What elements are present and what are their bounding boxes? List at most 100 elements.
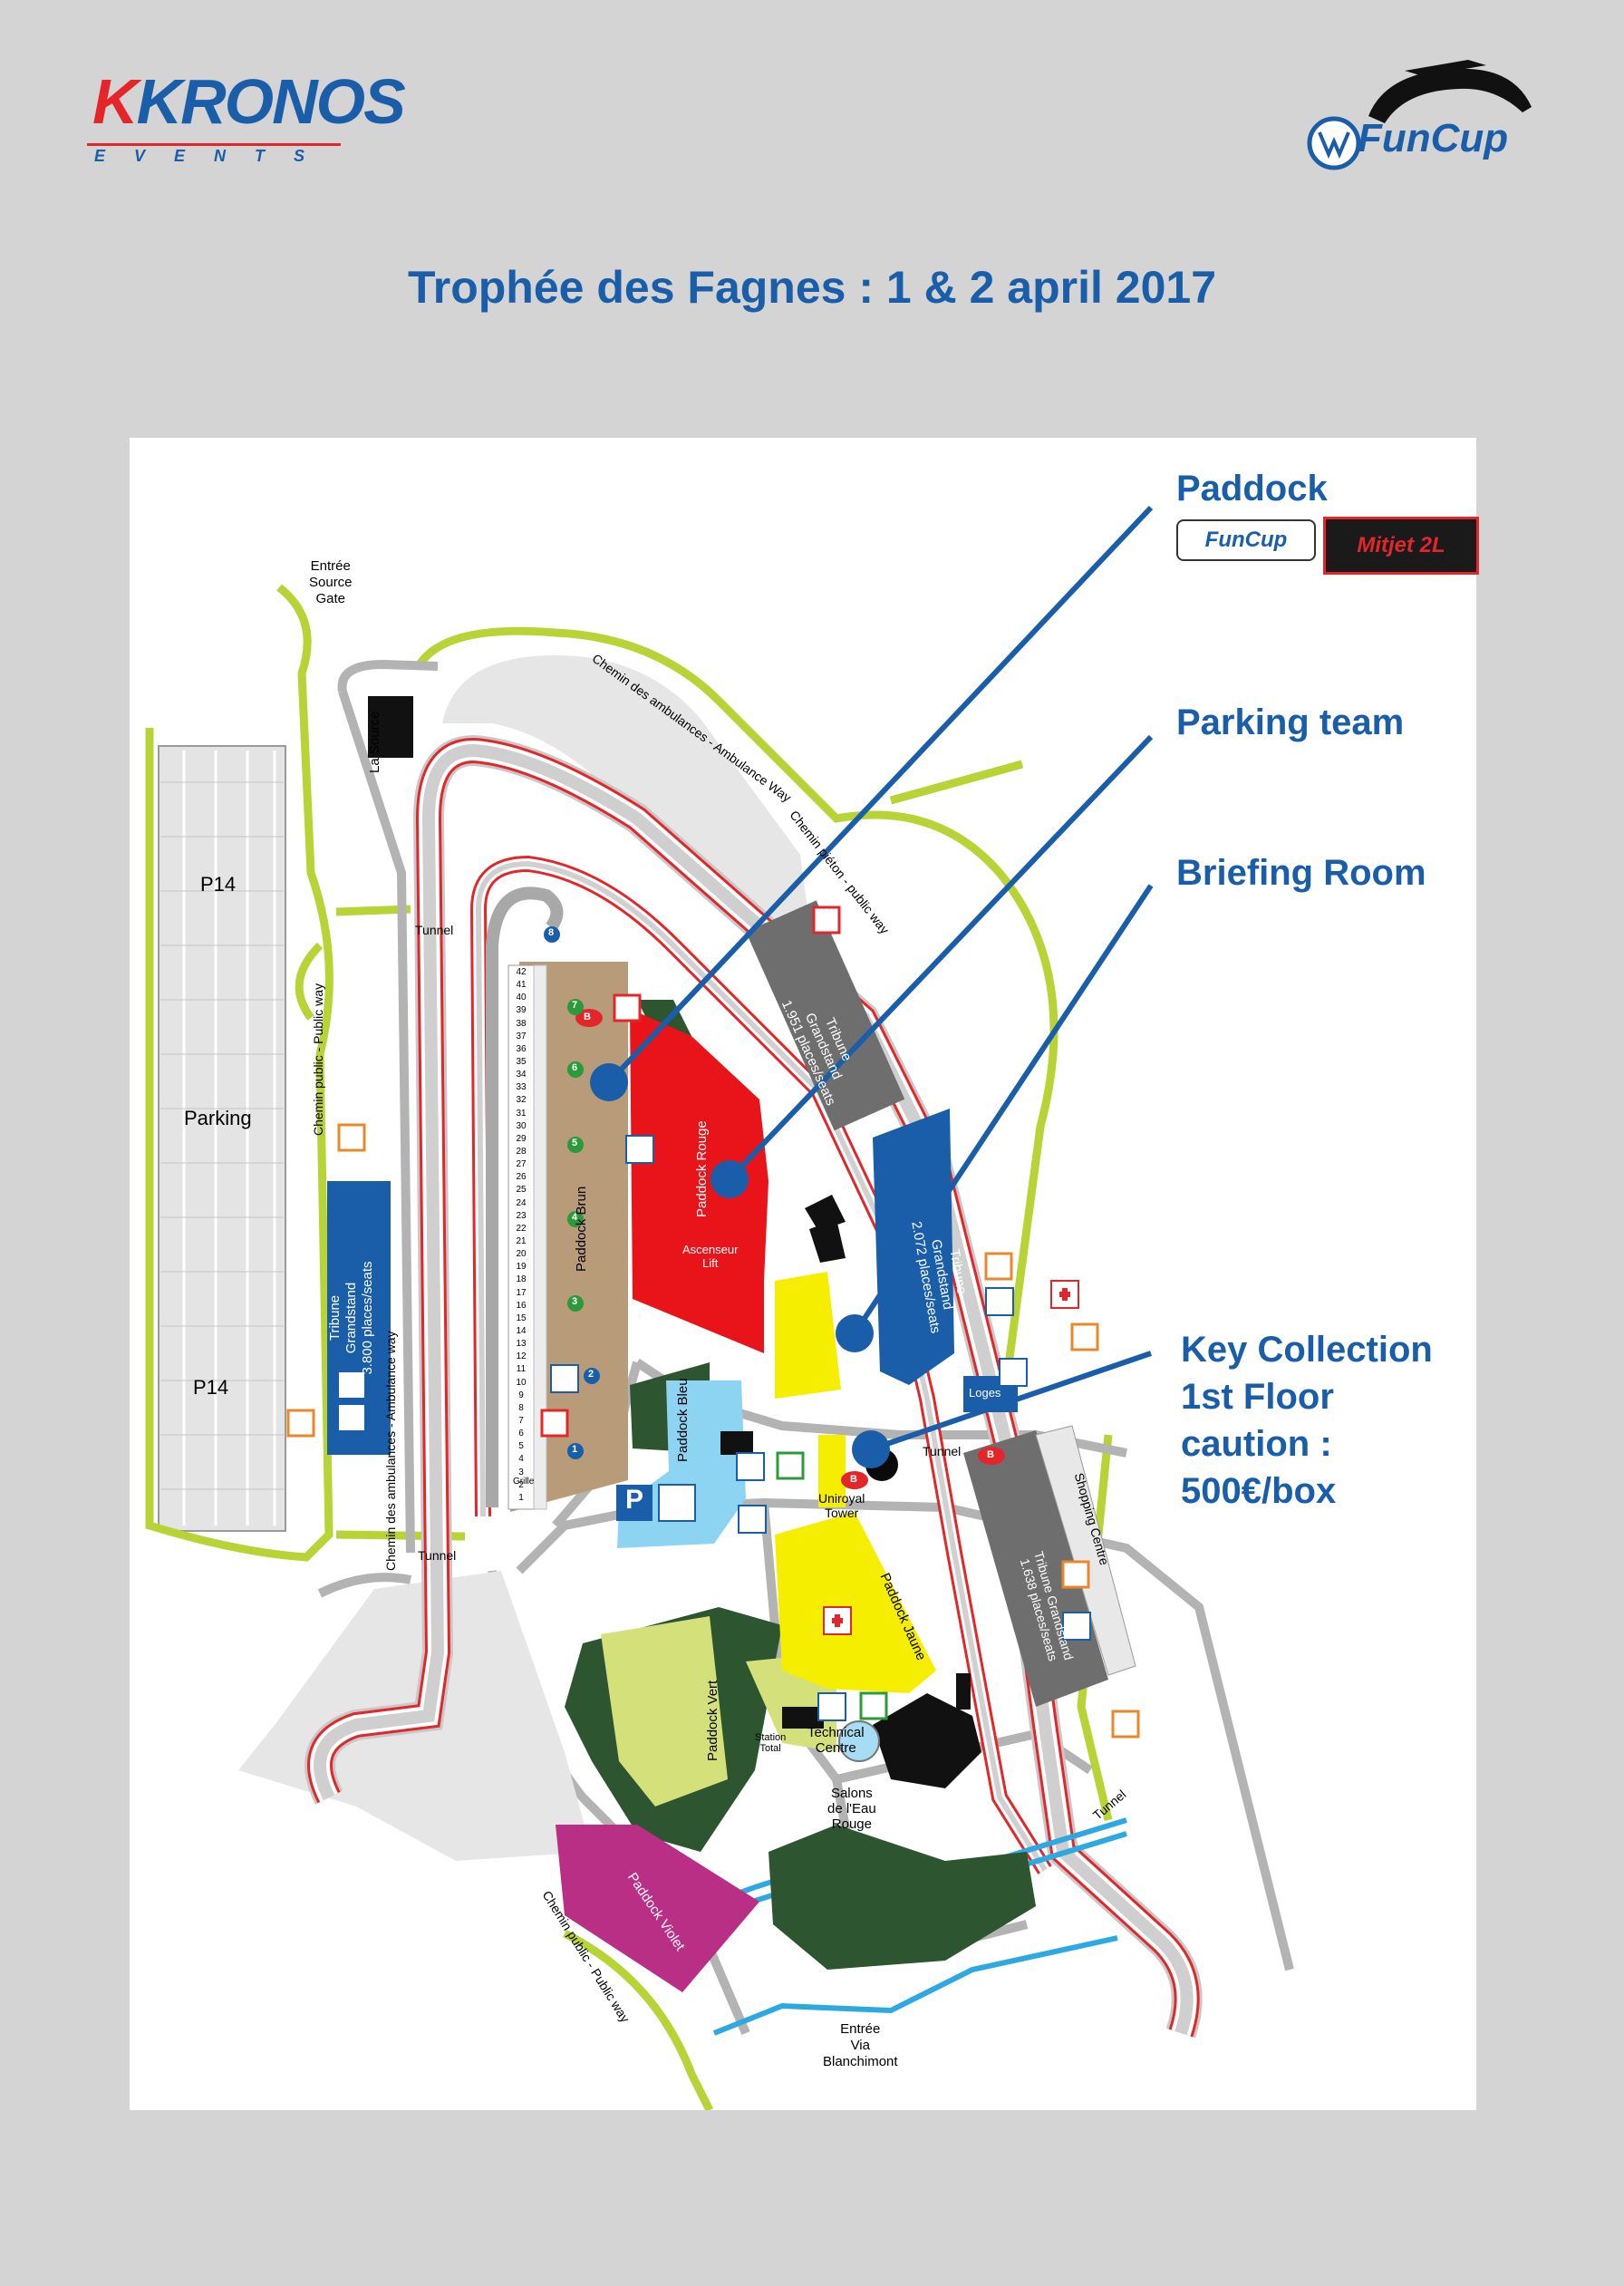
paddock-vert (601, 1616, 728, 1807)
pit-box-number: 39 (516, 1005, 527, 1016)
paddock-jaune-north (775, 1272, 841, 1399)
paddock-violet (556, 1825, 759, 1992)
circuit-map-svg (145, 505, 1294, 2110)
race-track (304, 734, 1203, 2039)
p14-label-south: P14 (193, 1376, 229, 1399)
paddock-bleu-label: Paddock Bleu (675, 1378, 691, 1462)
callout-leaders (606, 505, 1154, 1452)
paddock-jaune (775, 1512, 936, 1693)
callout-briefing-room: Briefing Room (1176, 853, 1426, 893)
restaurant-icons (286, 1123, 1140, 1739)
restaurant-icons-green (776, 1451, 888, 1720)
pit-box-number: 6 (518, 1429, 524, 1439)
pit-box-number: 34 (516, 1070, 527, 1080)
callout-dots (590, 1063, 890, 1468)
zone-8-number: 8 (548, 927, 555, 938)
parking-label: Parking (184, 1107, 252, 1129)
pit-box-number: 36 (516, 1043, 527, 1054)
pit-box-number: 16 (516, 1300, 527, 1311)
pit-box-number: 31 (516, 1108, 527, 1119)
wheelchair-icon-paddock (550, 1364, 579, 1393)
callout-funcup-logo: FunCup (1176, 519, 1316, 561)
wheelchair-icon (658, 1484, 696, 1522)
parking-icon (616, 1485, 652, 1521)
pit-box-number: 28 (516, 1147, 527, 1157)
zone-5-number: 5 (572, 1138, 578, 1148)
zone-2-number: 2 (588, 1369, 594, 1380)
fountain (838, 1720, 880, 1762)
callout-paddock: Paddock (1176, 469, 1328, 509)
zone-7-number: 7 (572, 1000, 578, 1011)
pit-box-number: 19 (516, 1262, 527, 1273)
pit-box-number: 13 (516, 1339, 527, 1350)
loges-label: Loges (969, 1386, 1001, 1400)
paddock-rouge (630, 1009, 768, 1353)
pit-box-number: 18 (516, 1274, 527, 1285)
paddock-rouge-label: Paddock Rouge (694, 1120, 710, 1217)
pit-boxes (508, 964, 547, 1510)
pit-box-number: 32 (516, 1095, 527, 1106)
shopping-centre (1035, 1425, 1136, 1676)
paddock-brun-label: Paddock Brun (574, 1186, 589, 1272)
restaurant-icons-red (540, 906, 841, 1438)
callout-mitjet-logo: Mitjet 2L (1323, 517, 1479, 575)
pit-box-number: 41 (516, 980, 527, 991)
kronos-logo: KKRONOS (92, 66, 406, 137)
buildings (368, 696, 981, 1788)
kronos-logo-tagline: EVENTS (94, 147, 334, 165)
pit-box-number: 40 (516, 993, 527, 1003)
zone-6-number: 6 (572, 1062, 578, 1073)
pit-box-number: 33 (516, 1082, 527, 1093)
pit-box-number: 23 (516, 1210, 527, 1221)
b-marker-uniroyal: B (850, 1474, 857, 1485)
pit-box-number: 2 (518, 1479, 524, 1490)
pit-box-number: 26 (516, 1172, 527, 1183)
pit-box-number: 35 (516, 1057, 527, 1067)
pit-box-number: 4 (518, 1454, 524, 1465)
pit-box-number: 27 (516, 1159, 527, 1170)
pit-box-number: 29 (516, 1133, 527, 1144)
pit-lane (469, 855, 1052, 1874)
zone-1-number: 1 (572, 1444, 578, 1455)
pit-box-number: 30 (516, 1120, 527, 1131)
pit-box-number: 3 (518, 1467, 524, 1477)
pit-box-number: 38 (516, 1018, 527, 1029)
p14-label-north: P14 (200, 873, 237, 896)
parking-p14 (158, 745, 286, 1532)
paddock-vert-label: Paddock Vert (705, 1680, 720, 1761)
grille-label: Grille (513, 1477, 535, 1487)
zone-3-number: 3 (572, 1296, 578, 1307)
paddock-jaune-mid (818, 1435, 846, 1507)
pit-box-number: 21 (516, 1236, 527, 1246)
parking-icon-letter: P (625, 1485, 644, 1515)
wheelchair-icon-tribune (337, 1403, 366, 1432)
pit-box-number: 15 (516, 1313, 527, 1323)
chemin-public-left-label: Chemin public - Public way (311, 983, 325, 1136)
toilets-icon (337, 1371, 366, 1400)
tunnel-label-sw: Tunnel (418, 1548, 457, 1563)
pit-box-number: 24 (516, 1197, 527, 1208)
funcup-logo-graphic (1307, 60, 1532, 170)
pit-box-number: 8 (518, 1402, 524, 1413)
pit-box-number: 22 (516, 1223, 527, 1234)
kronos-logo-text: KRONOS (136, 66, 406, 137)
pit-box-number: 20 (516, 1249, 527, 1260)
b-marker-paddock: B (584, 1012, 591, 1022)
kronos-logo-underline (87, 143, 341, 146)
zone-badges (544, 926, 600, 1459)
pit-box-number: 10 (516, 1377, 527, 1388)
pit-box-number: 1 (518, 1492, 524, 1503)
pit-box-number: 9 (518, 1390, 524, 1400)
pit-box-number: 14 (516, 1326, 527, 1336)
pit-box-number: 17 (516, 1287, 527, 1298)
public-way-paths (145, 584, 1113, 2110)
b-markers (575, 1009, 1005, 1489)
